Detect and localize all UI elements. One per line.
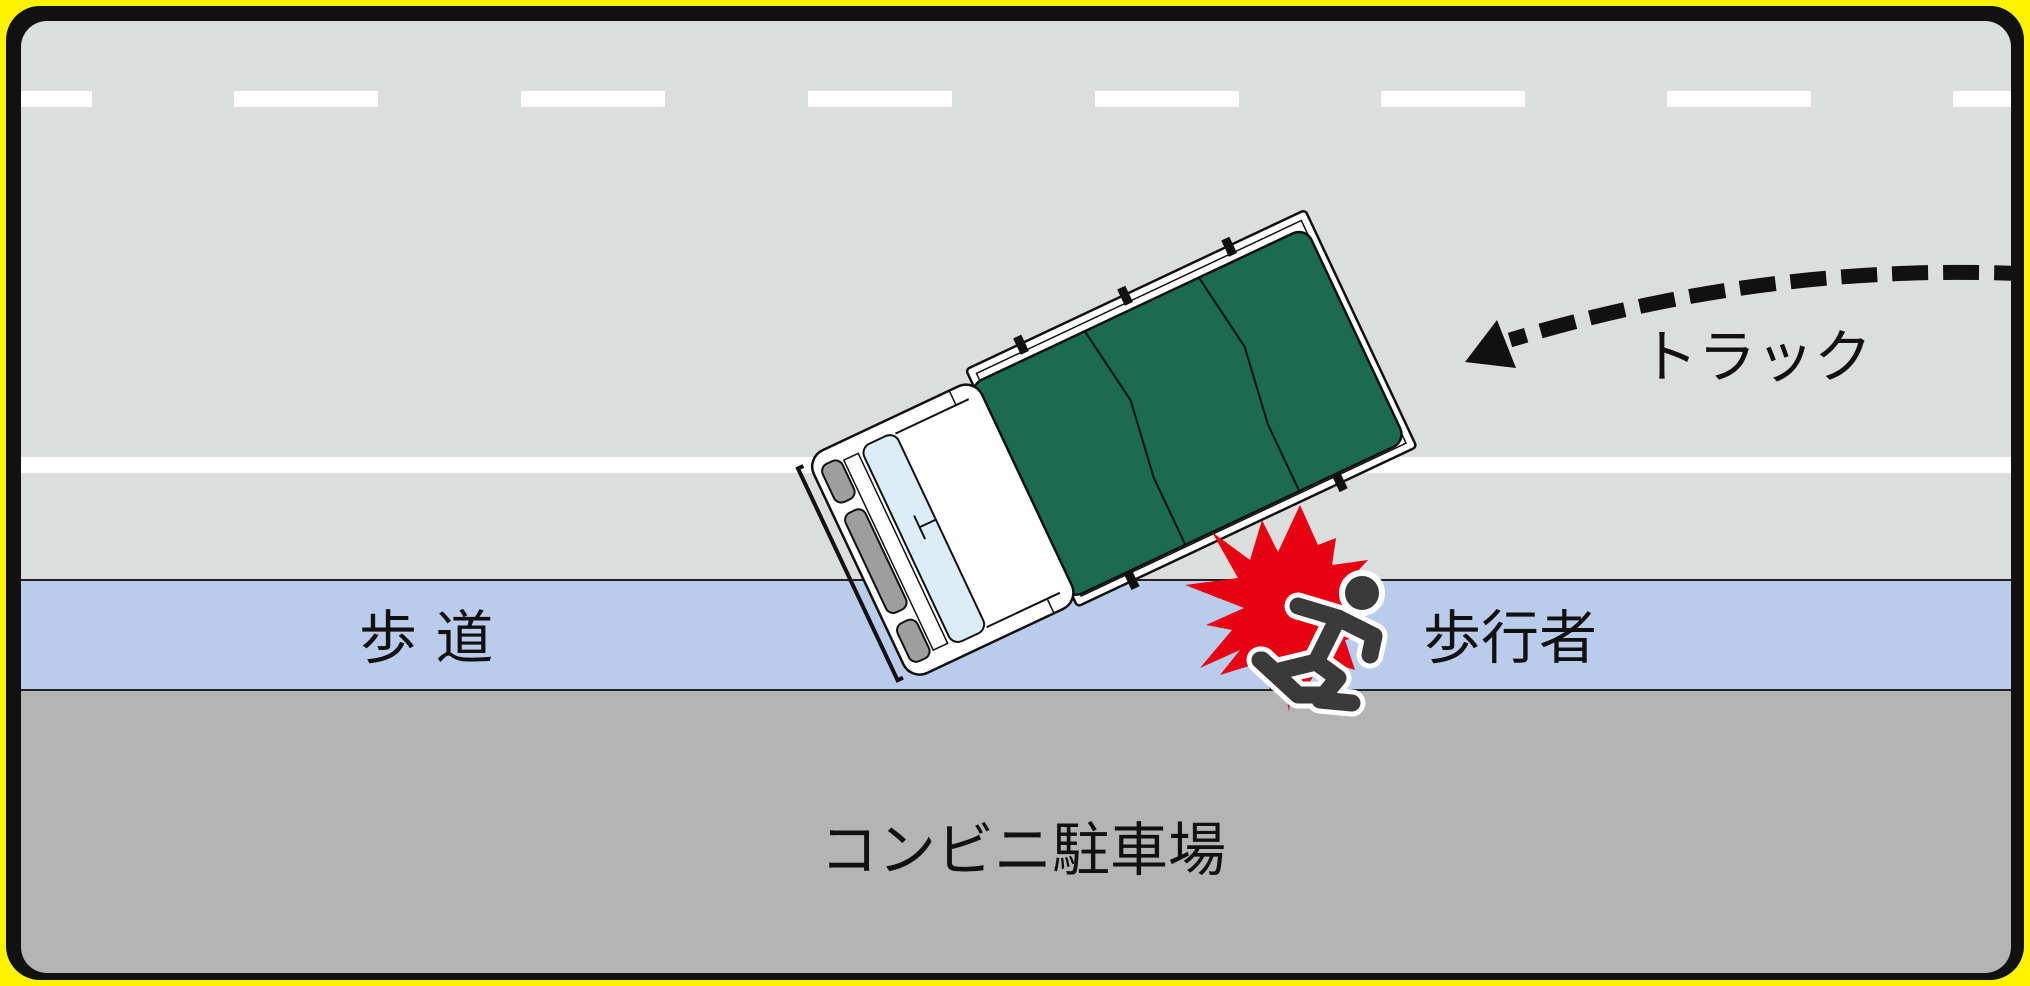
running-pedestrian-icon <box>1246 570 1388 717</box>
arrow-head-icon <box>1465 320 1516 368</box>
lane-dashes <box>21 91 2011 107</box>
sidewalk-label: 歩 道 <box>359 604 493 672</box>
truck-cab <box>795 383 1075 683</box>
truck-label: トラック <box>1640 323 1872 391</box>
truck-icon <box>795 209 1417 683</box>
truck-path <box>1507 264 2011 348</box>
parking-label: コンビニ駐車場 <box>820 816 1226 884</box>
parking-lot <box>21 691 2011 973</box>
pedestrian-label: 歩行者 <box>1423 604 1597 672</box>
